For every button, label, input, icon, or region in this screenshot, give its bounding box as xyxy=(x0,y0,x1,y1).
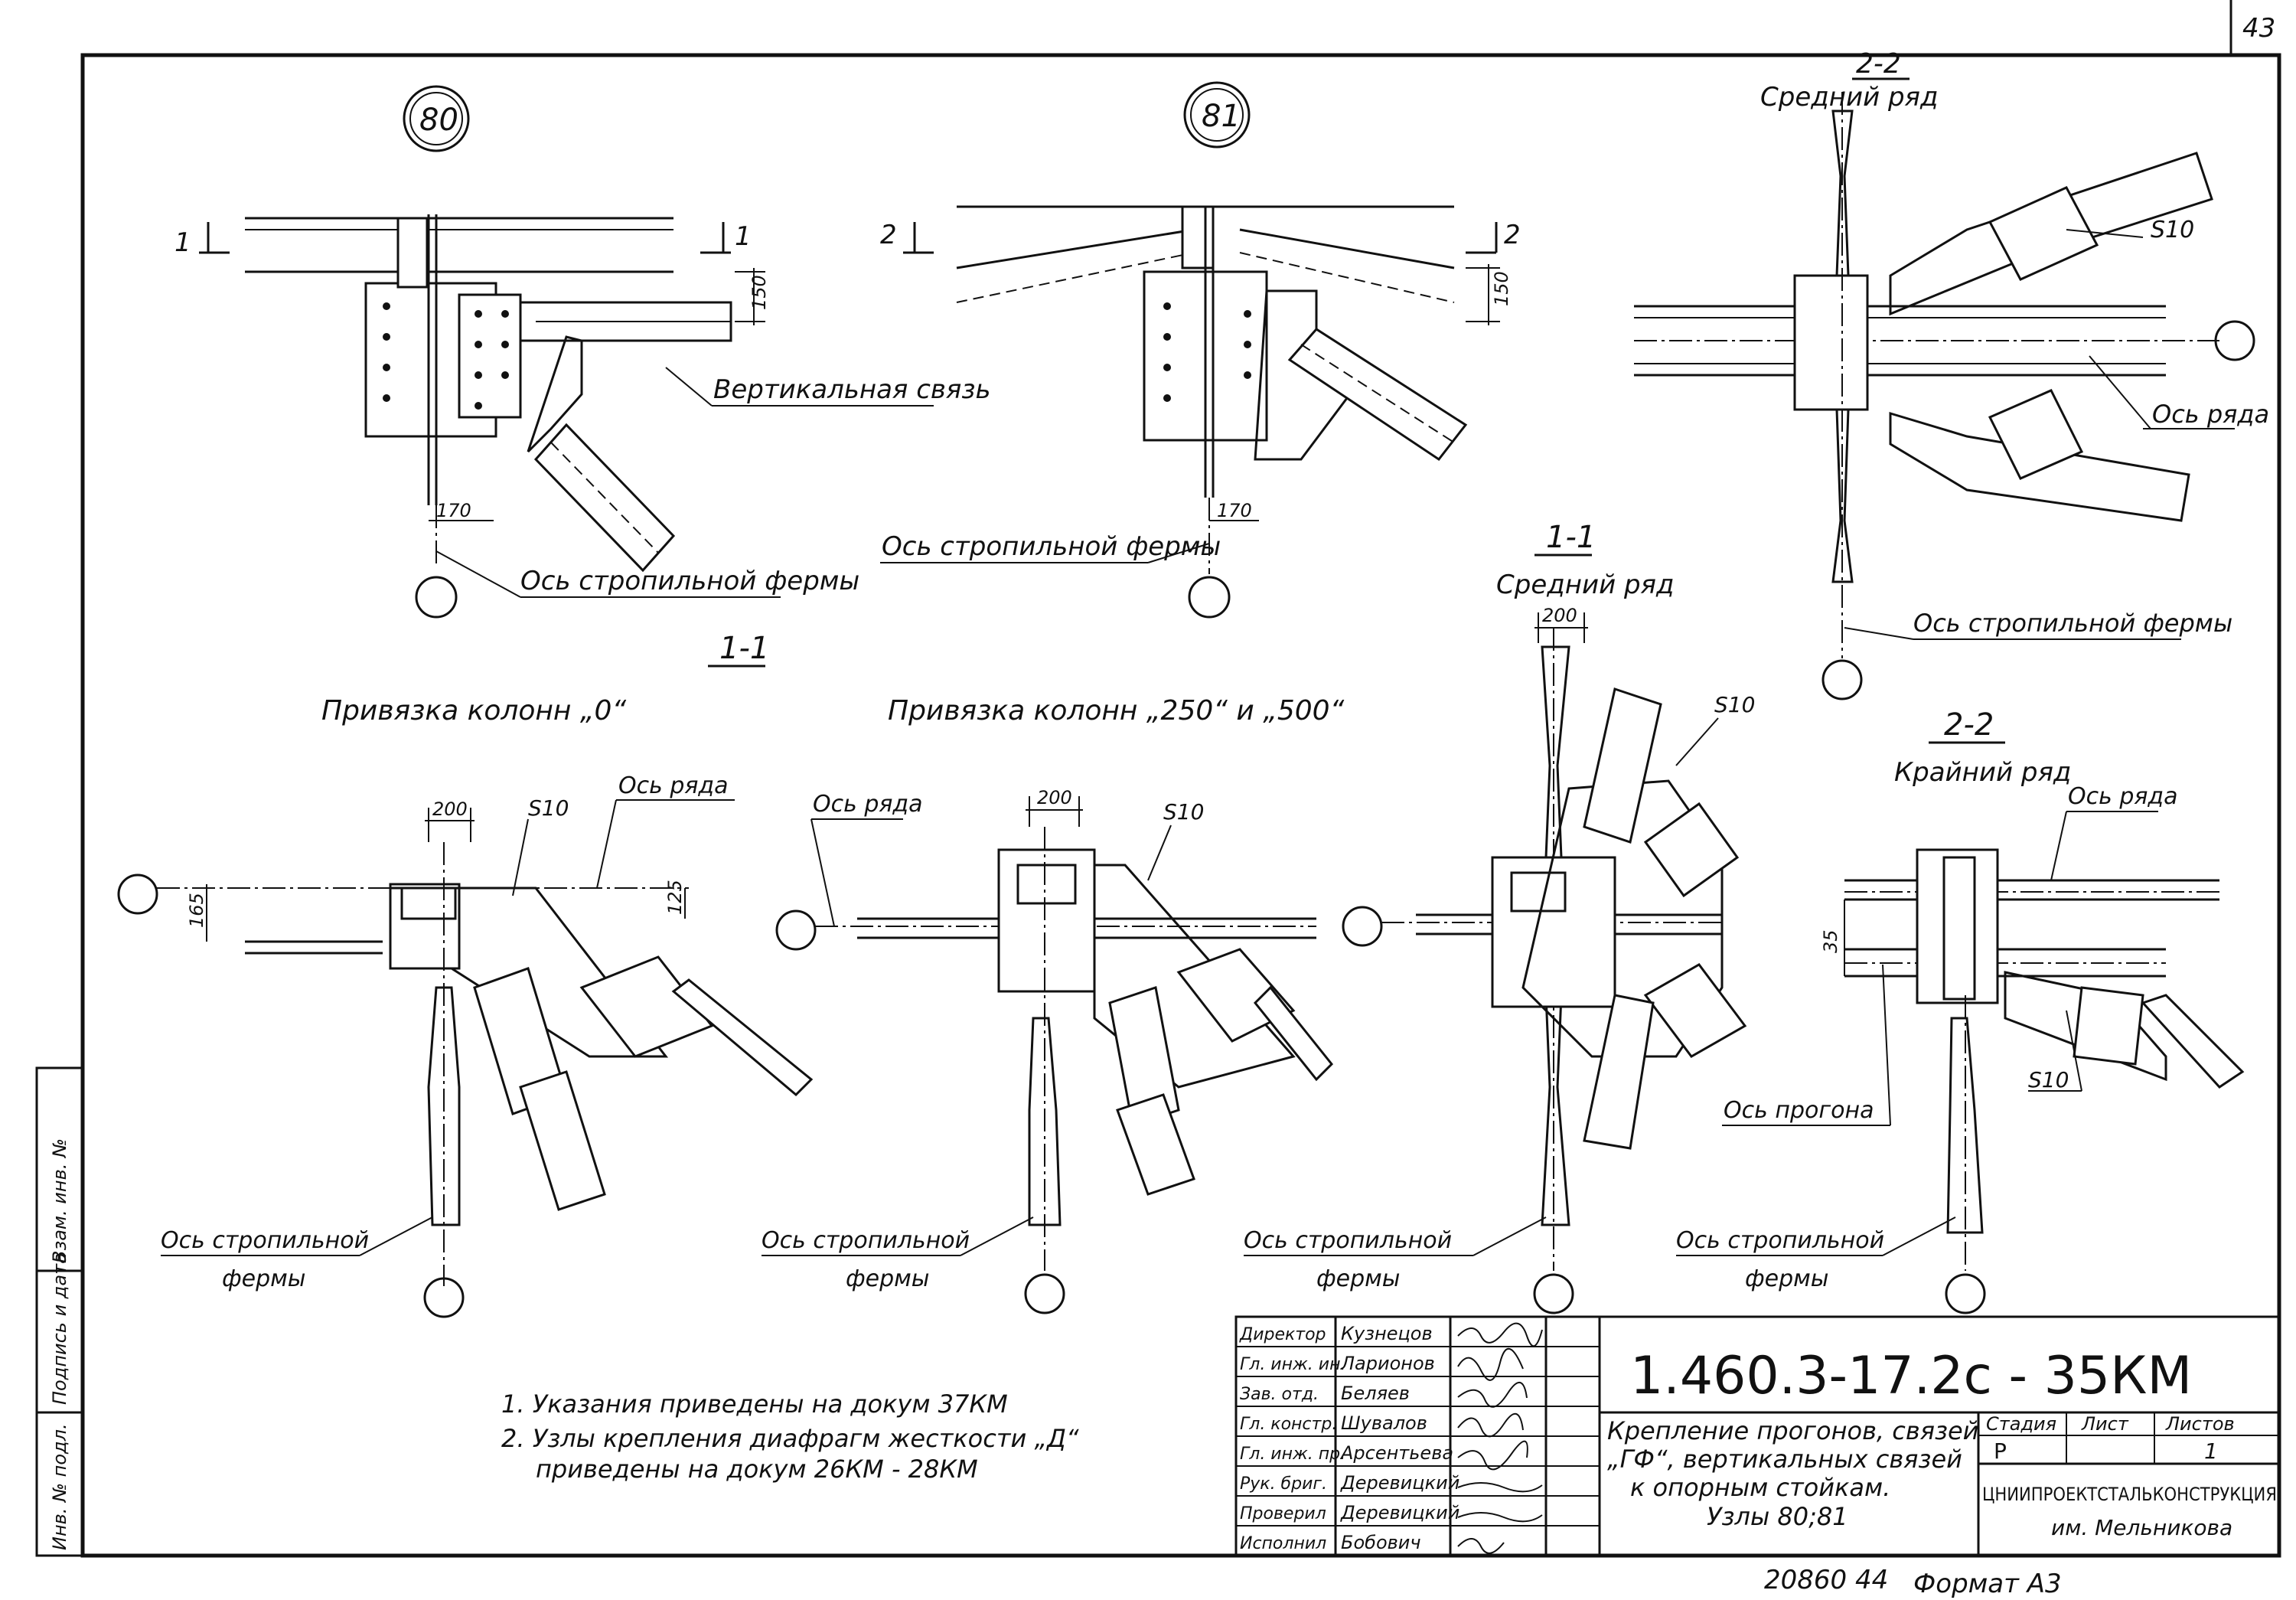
vertical-link-label: Вертикальная связь xyxy=(713,374,991,405)
section-1-1-b: 200 S10 Ось ряда Ось стропильной фермы xyxy=(762,787,1334,1314)
sec-mark-2-left: 2 xyxy=(880,220,897,250)
sec-1-1-title-mid: 1-1 xyxy=(1546,520,1596,555)
sig-name-7: Деревицкий xyxy=(1340,1502,1459,1523)
organization-sub: им. Мельникова xyxy=(2051,1515,2232,1540)
note-1: 1. Указания приведены на докум 37КМ xyxy=(501,1389,1008,1419)
purlin-axis-label: Ось прогона xyxy=(1724,1097,1874,1124)
podpis-data-label: Подпись и дата xyxy=(49,1252,70,1405)
sig-name-8: Бобович xyxy=(1341,1532,1421,1553)
sig-role-6: Рук. бриг. xyxy=(1240,1474,1327,1494)
note-2: 2. Узлы крепления диафрагм жесткости „Д“ xyxy=(501,1424,1079,1453)
dim-165: 165 xyxy=(186,893,207,928)
truss-axis-b-line1: Ось стропильной xyxy=(762,1227,970,1254)
organization-name: ЦНИИПРОЕКТСТАЛЬКОНСТРУКЦИЯ xyxy=(1982,1484,2277,1505)
sec-mark-2-right: 2 xyxy=(1504,220,1521,250)
dim-200-b: 200 xyxy=(1037,787,1072,808)
sec-2-2-title-edge: 2-2 xyxy=(1944,707,1994,743)
dim-150-a: 150 xyxy=(748,275,770,310)
dim-200-c: 200 xyxy=(1542,605,1577,626)
note-2-cont: приведены на докум 26КМ - 28КМ xyxy=(536,1455,978,1484)
s10-a: S10 xyxy=(528,795,569,821)
section-1-1-middle-row: 1-1 Средний ряд 200 S10 Ось стропильной … xyxy=(1244,520,1755,1314)
sig-role-8: Исполнил xyxy=(1240,1534,1326,1553)
middle-row-label-mid: Средний ряд xyxy=(1496,570,1675,600)
truss-axis-label-top-right: Ось стропильной фермы xyxy=(1913,609,2232,638)
stamp-header-stage: Стадия xyxy=(1986,1413,2056,1435)
sec-1-1-title: 1-1 xyxy=(719,631,769,666)
section-2-2-edge-row: 2-2 Крайний ряд 35 Ось ряда Ось прогона … xyxy=(1676,707,2245,1314)
sec-2-2-title-top: 2-2 xyxy=(1856,48,1901,80)
truss-axis-label-80: Ось стропильной фермы xyxy=(520,566,859,596)
dim-200-a: 200 xyxy=(432,798,468,820)
sig-role-5: Гл. инж. пр. xyxy=(1240,1445,1345,1464)
sig-name-3: Беляев xyxy=(1341,1383,1410,1404)
section-2-2-middle-row: 2-2 Средний ряд S10 Ось ряда Ось стропил… xyxy=(1634,48,2269,700)
dim-150-b: 150 xyxy=(1491,271,1512,306)
truss-axis-d-line2: фермы xyxy=(1745,1265,1828,1292)
truss-axis-c-line1: Ось стропильной xyxy=(1244,1227,1452,1254)
doc-title-line-1: Крепление прогонов, связей xyxy=(1607,1416,1978,1445)
format-label: Формат А3 xyxy=(1913,1569,2062,1599)
truss-axis-label-81: Ось стропильной фермы xyxy=(882,531,1221,562)
sig-role-1: Директор xyxy=(1239,1325,1326,1344)
sig-role-2: Гл. инж. ин. xyxy=(1240,1355,1345,1374)
row-axis-label-top-right: Ось ряда xyxy=(2152,400,2269,429)
sig-name-6: Деревицкий xyxy=(1340,1472,1459,1494)
s10-c: S10 xyxy=(1714,692,1755,717)
sheet-frame xyxy=(80,53,2281,1558)
node-81-number: 81 xyxy=(1202,99,1241,134)
sig-role-7: Проверил xyxy=(1240,1504,1326,1523)
sig-name-5: Арсентьева xyxy=(1339,1442,1453,1464)
sig-name-4: Шувалов xyxy=(1341,1412,1427,1434)
truss-axis-a-line2: фермы xyxy=(222,1265,305,1292)
handwritten-signatures xyxy=(1457,1322,1543,1554)
stamp-header-sheets: Листов xyxy=(2165,1413,2235,1435)
binding-250-500-label: Привязка колонн „250“ и „500“ xyxy=(888,695,1345,727)
notes-block: 1. Указания приведены на докум 37КМ 2. У… xyxy=(501,1389,1079,1484)
sig-role-3: Зав. отд. xyxy=(1240,1385,1319,1404)
vzam-inv-label: Взам. инв. № xyxy=(49,1138,70,1263)
title-block: Директор Кузнецов Гл. инж. ин. Ларионов … xyxy=(1234,1315,2281,1557)
page-corner-number: 43 xyxy=(2242,13,2275,44)
s10-edge: S10 xyxy=(2028,1067,2069,1092)
dim-170-a: 170 xyxy=(436,500,471,521)
stamp-header-sheet: Лист xyxy=(2081,1413,2129,1435)
sig-name-2: Ларионов xyxy=(1340,1353,1435,1374)
left-margin-stamp: Инв. № подл. Подпись и дата Взам. инв. № xyxy=(35,1066,84,1557)
sec-mark-1-left: 1 xyxy=(174,227,191,258)
sig-role-4: Гл. констр. xyxy=(1240,1415,1337,1434)
dim-170-b: 170 xyxy=(1217,500,1252,521)
node-80-drawing: 80 1 1 150 17 xyxy=(174,85,991,619)
binding-0-label: Привязка колонн „0“ xyxy=(321,695,626,727)
stamp-value-sheets: 1 xyxy=(2204,1438,2218,1464)
doc-title-line-4: Узлы 80;81 xyxy=(1707,1502,1848,1531)
row-axis-edge: Ось ряда xyxy=(2068,783,2178,810)
doc-code: 1.460.3-17.2с - 35КМ xyxy=(1630,1346,2192,1406)
node-81-circle xyxy=(1183,81,1251,149)
truss-axis-d-line1: Ось стропильной xyxy=(1676,1227,1884,1254)
dim-125: 125 xyxy=(664,880,686,915)
section-1-1-a: 200 S10 Ось ряда 165 125 Ось стропильной… xyxy=(117,772,814,1318)
s10-b: S10 xyxy=(1163,799,1204,824)
doc-title-line-3: к опорным стойкам. xyxy=(1630,1473,1890,1502)
middle-row-label-top: Средний ряд xyxy=(1760,82,1939,113)
edge-row-label: Крайний ряд xyxy=(1894,757,2071,788)
row-axis-b: Ось ряда xyxy=(813,791,923,818)
row-axis-a: Ось ряда xyxy=(618,772,729,799)
node-80-number: 80 xyxy=(419,103,458,138)
stamp-value-stage: Р xyxy=(1994,1438,2007,1464)
truss-axis-a-line1: Ось стропильной xyxy=(161,1227,369,1254)
doc-title-line-2: „ГФ“, вертикальных связей xyxy=(1607,1445,1962,1474)
node-80-circle xyxy=(403,85,470,152)
inv-podl-label: Инв. № подл. xyxy=(49,1423,70,1550)
dim-35: 35 xyxy=(1820,929,1841,953)
sig-name-1: Кузнецов xyxy=(1341,1323,1433,1344)
bottom-code: 20860 44 xyxy=(1764,1565,1888,1595)
truss-axis-c-line2: фермы xyxy=(1316,1265,1400,1292)
node-81-drawing: 81 2 2 150 170 Ось стропильной фермы xyxy=(880,81,1521,619)
s10-top-right: S10 xyxy=(2151,217,2194,243)
truss-axis-b-line2: фермы xyxy=(846,1265,929,1292)
sec-mark-1-right: 1 xyxy=(735,221,752,252)
